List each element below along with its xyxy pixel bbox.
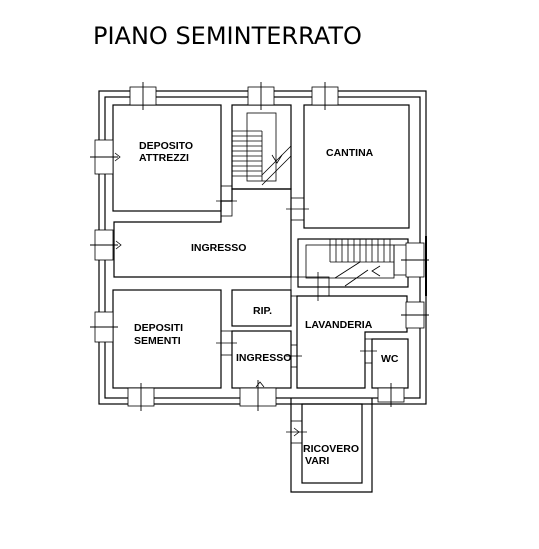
label-ricovero-line2: VARI	[305, 455, 329, 467]
label-wc: WC	[381, 353, 399, 365]
room-ricovero	[301, 403, 363, 484]
label-rip: RIP.	[253, 305, 272, 317]
entry-arrow-icon	[114, 152, 121, 162]
stair-right-break-line	[344, 269, 369, 287]
label-deposito-line1: DEPOSITO	[139, 140, 193, 152]
label-deposito-line2: ATTREZZI	[139, 152, 189, 164]
stair-top-break-line	[261, 155, 292, 186]
label-cantina: CANTINA	[326, 147, 374, 159]
room-rip	[231, 289, 292, 327]
plan-title: PIANO SEMINTERRATO	[93, 22, 362, 50]
stair-right	[305, 238, 409, 287]
stair-block-right	[297, 238, 409, 288]
entry-arrow-icon	[255, 381, 265, 388]
label-ingresso-small: INGRESSO	[236, 352, 291, 364]
stair-top-break-line	[261, 145, 292, 176]
entry-arrows	[114, 152, 300, 437]
door-lavanderia-top	[290, 276, 330, 297]
stair-top-arrow-icon	[271, 154, 283, 164]
stair-right-break-line	[334, 261, 361, 279]
label-ingresso-main: INGRESSO	[191, 242, 246, 254]
stair-top-well	[246, 112, 277, 182]
room-labels: DEPOSITO ATTREZZI CANTINA INGRESSO DEPOS…	[134, 140, 399, 467]
room-lavanderia	[296, 295, 408, 389]
entry-arrow-icon	[293, 427, 300, 437]
label-lavanderia: LAVANDERIA	[305, 319, 373, 331]
room-ingresso-main	[113, 188, 292, 278]
room-cantina	[303, 104, 410, 229]
stair-right-arrow-icon	[371, 265, 381, 277]
window-ticks	[90, 82, 429, 411]
label-ricovero-line1: RICOVERO	[303, 443, 359, 455]
stair-right-well	[305, 244, 395, 279]
entry-arrow-icon	[115, 240, 122, 250]
label-sementi-line1: DEPOSITI	[134, 322, 183, 334]
stair-top	[232, 112, 292, 186]
annex-outer	[290, 398, 373, 493]
interior-doors	[216, 185, 377, 444]
label-sementi-line2: SEMENTI	[134, 335, 181, 347]
